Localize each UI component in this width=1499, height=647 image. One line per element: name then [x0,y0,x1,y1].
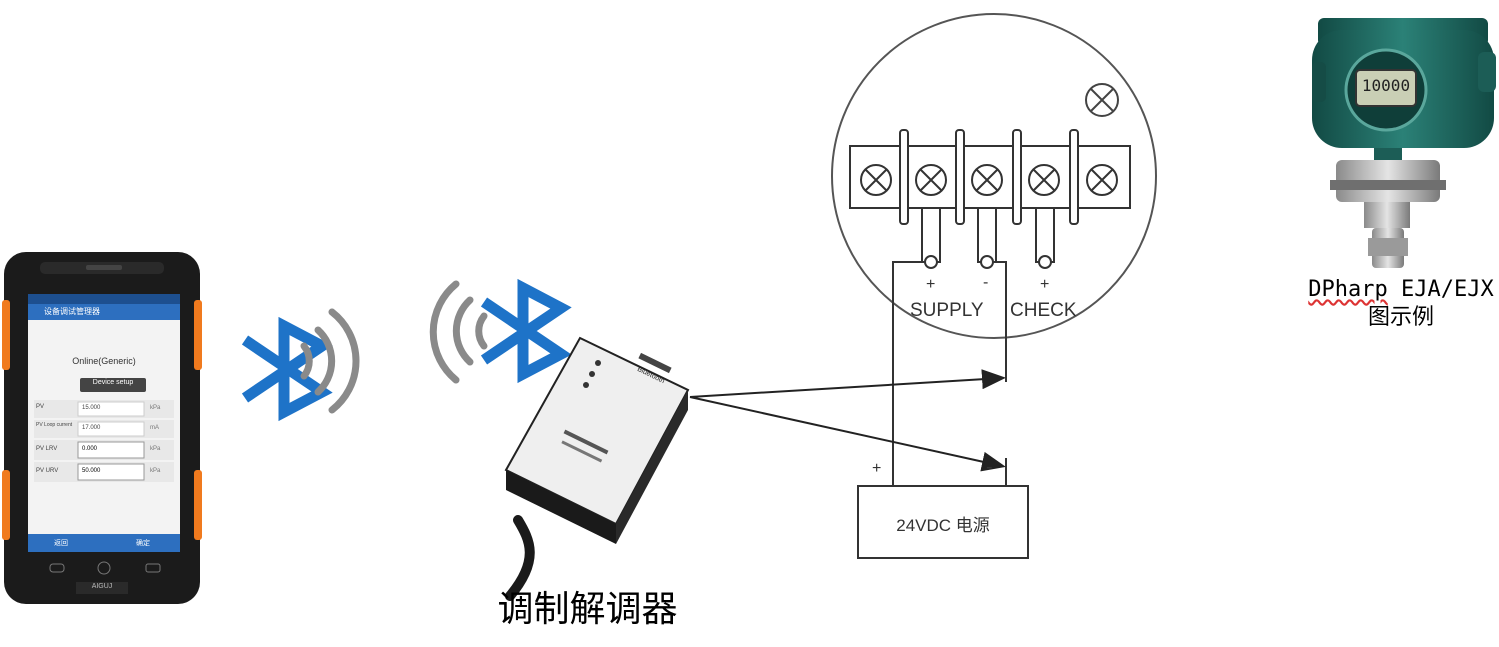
phone-app-title: 设备调试管理器 [44,306,100,317]
ground-screw-icon [1086,84,1118,116]
transmitter-model-underlined: DPharp [1308,277,1387,302]
modem-connection-arrows [690,378,1002,466]
phone-row-urv-unit: kPa [150,468,160,474]
phone-row-current-unit: mA [150,425,159,431]
phone-status-text: Online(Generic) [28,356,180,366]
transmitter-model-rest: EJA/EJX [1388,277,1494,302]
phone-bumper-left-top [2,300,10,370]
phone-row-pv-label: PV [36,404,44,410]
phone-device-setup-button[interactable]: Device setup [80,379,146,386]
phone-row-pv-unit: kPa [150,405,160,411]
terminal-sign-supply-plus: + [926,276,935,294]
phone-row-lrv-input[interactable]: 0.000 [82,446,97,452]
phone-row-urv-label: PV URV [36,468,58,474]
phone-back-button[interactable]: 返回 [54,538,68,548]
handheld-communicator [2,252,202,604]
power-supply-minus: - [986,456,993,479]
terminal-sign-supply-minus: - [983,274,988,292]
phone-row-current-label: PV Loop current [36,422,76,428]
phone-row-current-value: 17.000 [82,425,100,431]
transmitter-model-line: DPharp EJA/EJX [1296,276,1499,304]
phone-bumper-right-bottom [194,470,202,540]
power-supply-label: 24VDC 电源 [858,511,1028,536]
modem-label: 调制解调器 [480,580,695,632]
signal-waves-icon-modem [433,284,484,380]
bluetooth-icon-modem [484,288,561,374]
power-supply-plus: + [872,460,881,478]
transmitter-subcaption: 图示例 [1296,304,1499,332]
wiring-lines [893,262,1006,486]
transmitter-model-caption: DPharp EJA/EJX 图示例 [1296,276,1499,332]
supply-label: SUPPLY [910,300,984,322]
phone-ok-button[interactable]: 确定 [136,538,150,548]
terminal-block-view [832,14,1156,338]
phone-brand: AIGUJ [76,583,128,590]
check-label: CHECK [1010,300,1077,322]
phone-row-lrv-unit: kPa [150,446,160,452]
phone-bumper-left-bottom [2,470,10,540]
phone-bumper-right-top [194,300,202,370]
phone-row-urv-input[interactable]: 50.000 [82,468,100,474]
transmitter-display-value: 10000 [1356,76,1416,95]
phone-row-pv-value: 15.000 [82,405,100,411]
pressure-transmitter [1312,18,1496,268]
phone-row-lrv-label: PV LRV [36,446,57,452]
terminal-sign-check-plus: + [1040,276,1049,294]
